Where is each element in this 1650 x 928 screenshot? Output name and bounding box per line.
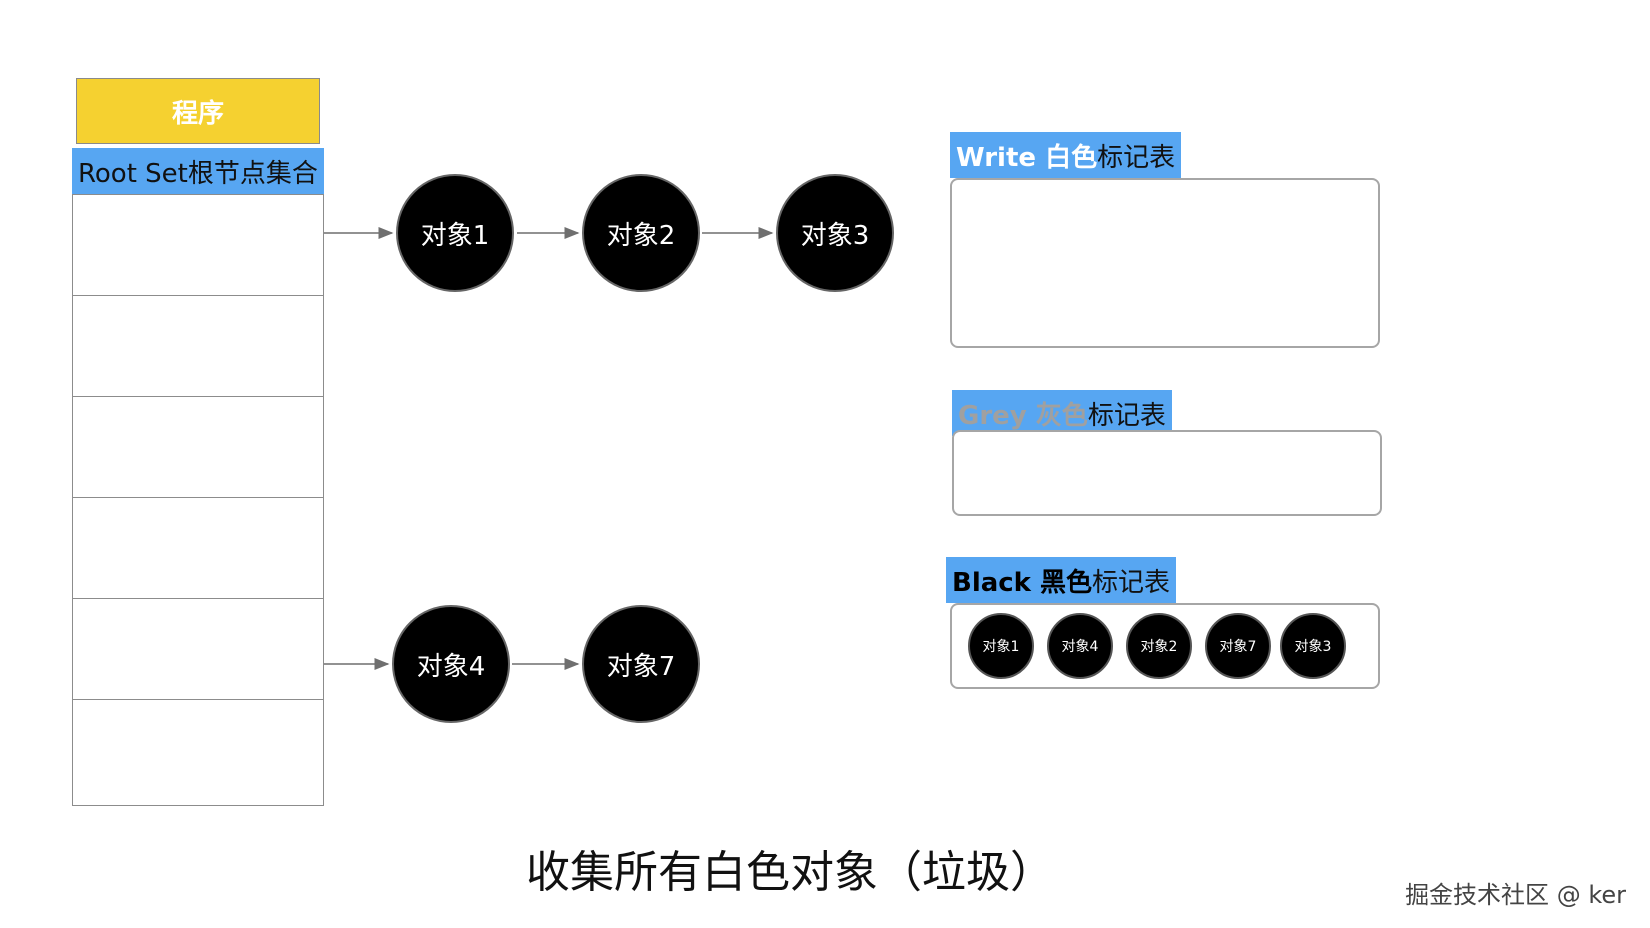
black-table-label-prefix: Black 黑色 (952, 567, 1093, 598)
root-set-table (72, 194, 324, 806)
black-table-label: Black 黑色标记表 (946, 557, 1177, 603)
white-table-label-prefix: Write 白色 (956, 142, 1098, 173)
root-set-header: Root Set根节点集合 (72, 148, 324, 194)
black-item-2: 对象4 (1047, 613, 1113, 679)
node-obj1: 对象1 (396, 174, 514, 292)
node-obj7: 对象7 (582, 605, 700, 723)
watermark: 掘金技术社区 @ ker (1405, 881, 1626, 909)
node-obj4: 对象4 (392, 605, 510, 723)
root-set-row-3 (73, 397, 323, 498)
black-table-label-suffix: 标记表 (1092, 567, 1171, 598)
root-set-row-1 (73, 195, 323, 296)
grey-table-label-suffix: 标记表 (1087, 400, 1166, 431)
node-obj2: 对象2 (582, 174, 700, 292)
white-table-box (950, 178, 1380, 348)
black-item-4: 对象7 (1205, 613, 1271, 679)
grey-table-label: Grey 灰色标记表 (952, 390, 1172, 436)
program-label: 程序 (171, 98, 224, 129)
white-table-label-suffix: 标记表 (1097, 142, 1176, 173)
white-table-label: Write 白色标记表 (950, 132, 1182, 178)
root-set-row-4 (73, 498, 323, 599)
black-table-box: 对象1 对象4 对象2 对象7 对象3 (950, 603, 1380, 689)
grey-table-label-prefix: Grey 灰色 (958, 400, 1088, 431)
grey-table-box (952, 430, 1382, 516)
node-obj3: 对象3 (776, 174, 894, 292)
root-set-row-2 (73, 296, 323, 397)
program-box: 程序 (76, 78, 320, 144)
slide-caption: 收集所有白色对象（垃圾） (526, 847, 1054, 898)
black-item-3: 对象2 (1126, 613, 1192, 679)
black-item-1: 对象1 (968, 613, 1034, 679)
black-item-5: 对象3 (1280, 613, 1346, 679)
root-set-row-5 (73, 599, 323, 700)
